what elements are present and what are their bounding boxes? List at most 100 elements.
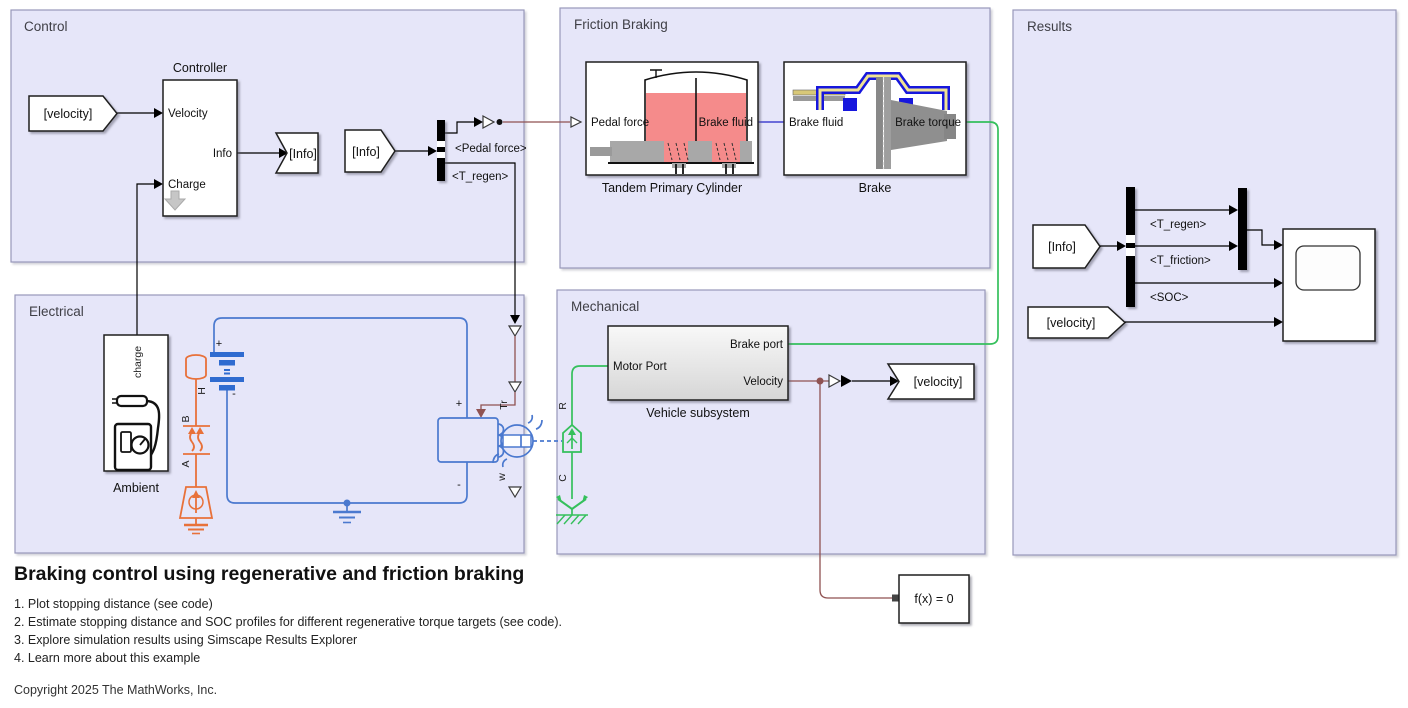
- port-label-w: w: [496, 473, 508, 482]
- simulink-ps-converter-icon[interactable]: [507, 325, 523, 338]
- from-tag-velocity-results-label: [velocity]: [1047, 316, 1096, 330]
- ps-line-tr[interactable]: [480, 392, 516, 409]
- signal-pedal-force[interactable]: [445, 121, 474, 134]
- bus-label-soc: <SOC>: [1150, 292, 1189, 304]
- inertia-chevron: [566, 437, 578, 444]
- motor-squiggle: [492, 453, 508, 468]
- motor-squiggle: [527, 414, 543, 430]
- motor-plus-label: +: [456, 398, 462, 410]
- note-item-3[interactable]: 3. Explore simulation results using Sims…: [14, 633, 357, 647]
- signal-t-regen[interactable]: [445, 162, 516, 315]
- arrowhead: [154, 179, 163, 189]
- bus-label-t-regen-results: <T_regen>: [1150, 219, 1207, 231]
- inertia-icon[interactable]: [562, 423, 582, 453]
- note-item-4[interactable]: 4. Learn more about this example: [14, 651, 200, 665]
- motor-minus-label: -: [457, 479, 461, 491]
- region-electrical-label: Electrical: [29, 304, 84, 319]
- thermal-mass-icon[interactable]: [185, 354, 207, 380]
- bus-selector-control[interactable]: [437, 120, 445, 181]
- cyl-port-brake-fluid: Brake fluid: [699, 117, 753, 129]
- region-control[interactable]: Control: [10, 9, 525, 263]
- goto-tag-info[interactable]: [Info]: [274, 132, 319, 174]
- tandem-cylinder-name: Tandem Primary Cylinder: [602, 181, 742, 195]
- vehicle-subsystem-block[interactable]: Motor Port Brake port Velocity: [607, 325, 789, 401]
- vehicle-port-brake: Brake port: [730, 339, 784, 351]
- solver-label: f(x) = 0: [914, 592, 953, 606]
- arrowhead: [1117, 241, 1126, 251]
- arrowhead-red: [476, 409, 486, 418]
- thermal-ground-icon[interactable]: [184, 518, 208, 535]
- cylinder-icon: [590, 69, 754, 174]
- arrowhead: [1229, 205, 1238, 215]
- tandem-primary-cylinder-block[interactable]: Pedal force Brake fluid: [585, 61, 759, 176]
- controller-block[interactable]: Controller Velocity Info Charge: [162, 61, 238, 217]
- convection-arrow: [196, 427, 204, 434]
- note-item-2[interactable]: 2. Estimate stopping distance and SOC pr…: [14, 615, 562, 629]
- port-label-b: B: [180, 415, 192, 422]
- temp-arrow: [192, 490, 200, 498]
- temperature-source-icon[interactable]: [178, 486, 214, 519]
- battery-plus-label: +: [216, 338, 222, 350]
- ps-line-to-solver[interactable]: [819, 384, 892, 599]
- goto-tag-velocity[interactable]: [velocity]: [886, 363, 975, 400]
- ps-simulink-converter-icon[interactable]: [828, 373, 842, 389]
- from-tag-velocity-results[interactable]: [velocity]: [1027, 306, 1127, 339]
- mux-results[interactable]: [1238, 188, 1247, 270]
- from-tag-info-results[interactable]: [Info]: [1032, 224, 1101, 269]
- arrowhead: [279, 148, 288, 158]
- simulink-ps-converter-icon[interactable]: [482, 114, 496, 130]
- ambient-charge-port: charge: [132, 346, 144, 378]
- ps-simulink-converter-arrow: [841, 375, 852, 387]
- motor-block[interactable]: [437, 414, 543, 468]
- signal-charge[interactable]: [136, 183, 154, 335]
- vehicle-subsystem-name: Vehicle subsystem: [646, 406, 750, 420]
- convection-arrow: [188, 427, 196, 434]
- ambient-block[interactable]: charge: [103, 334, 169, 472]
- brake-block[interactable]: Brake fluid Brake torque: [783, 61, 967, 176]
- bus-label-pedal-force: <Pedal force>: [455, 143, 527, 155]
- bus-stripe: [437, 141, 445, 147]
- model-heading: Braking control using regenerative and f…: [14, 563, 524, 585]
- bus-label-t-regen: <T_regen>: [452, 171, 509, 183]
- down-arrow-icon: [163, 190, 187, 211]
- region-electrical[interactable]: Electrical: [14, 294, 525, 554]
- pedal-force-port-icon: [570, 116, 583, 128]
- arrowhead: [428, 146, 437, 156]
- arrowhead: [1274, 240, 1283, 250]
- rotational-ground-icon[interactable]: [556, 495, 588, 525]
- cyl-port-pedal-force: Pedal force: [591, 117, 649, 129]
- mech-line-motor-port[interactable]: [571, 365, 608, 425]
- bus-stripe: [1126, 248, 1135, 256]
- mech-line-brake-torque[interactable]: [788, 121, 999, 345]
- solver-port-icon: [892, 594, 899, 602]
- battery-minus-label: -: [232, 388, 236, 400]
- branch-dot: [816, 377, 824, 385]
- motor-tr-port-icon: [507, 381, 523, 394]
- bus-stripe: [437, 152, 445, 158]
- arrowhead: [1229, 241, 1238, 251]
- scope-block[interactable]: [1282, 228, 1376, 342]
- arrowhead: [474, 117, 483, 127]
- controller-port-info: Info: [213, 148, 232, 160]
- battery-icon[interactable]: [210, 352, 244, 391]
- solver-configuration-block[interactable]: f(x) = 0: [898, 574, 970, 624]
- motor-w-port-icon: [507, 486, 523, 499]
- note-item-1[interactable]: 1. Plot stopping distance (see code): [14, 597, 213, 611]
- signal-mux-to-scope[interactable]: [1247, 229, 1274, 246]
- wire-battery-plus[interactable]: [213, 317, 468, 418]
- inertia-arrow: [568, 428, 576, 435]
- bus-selector-results[interactable]: [1126, 187, 1135, 307]
- ambient-name: Ambient: [113, 481, 159, 495]
- port-label-tr: Tr: [498, 400, 510, 410]
- arrowhead: [890, 376, 899, 386]
- controller-port-charge: Charge: [168, 179, 206, 191]
- from-tag-info-control[interactable]: [Info]: [344, 129, 396, 173]
- port-label-h: H: [196, 387, 208, 395]
- electrical-ground-icon[interactable]: [333, 503, 361, 524]
- copyright-text: Copyright 2025 The MathWorks, Inc.: [14, 683, 217, 697]
- region-friction-label: Friction Braking: [574, 17, 668, 32]
- brake-port-torque: Brake torque: [895, 117, 961, 129]
- from-tag-velocity-control[interactable]: [velocity]: [28, 95, 118, 132]
- region-control-label: Control: [24, 19, 68, 34]
